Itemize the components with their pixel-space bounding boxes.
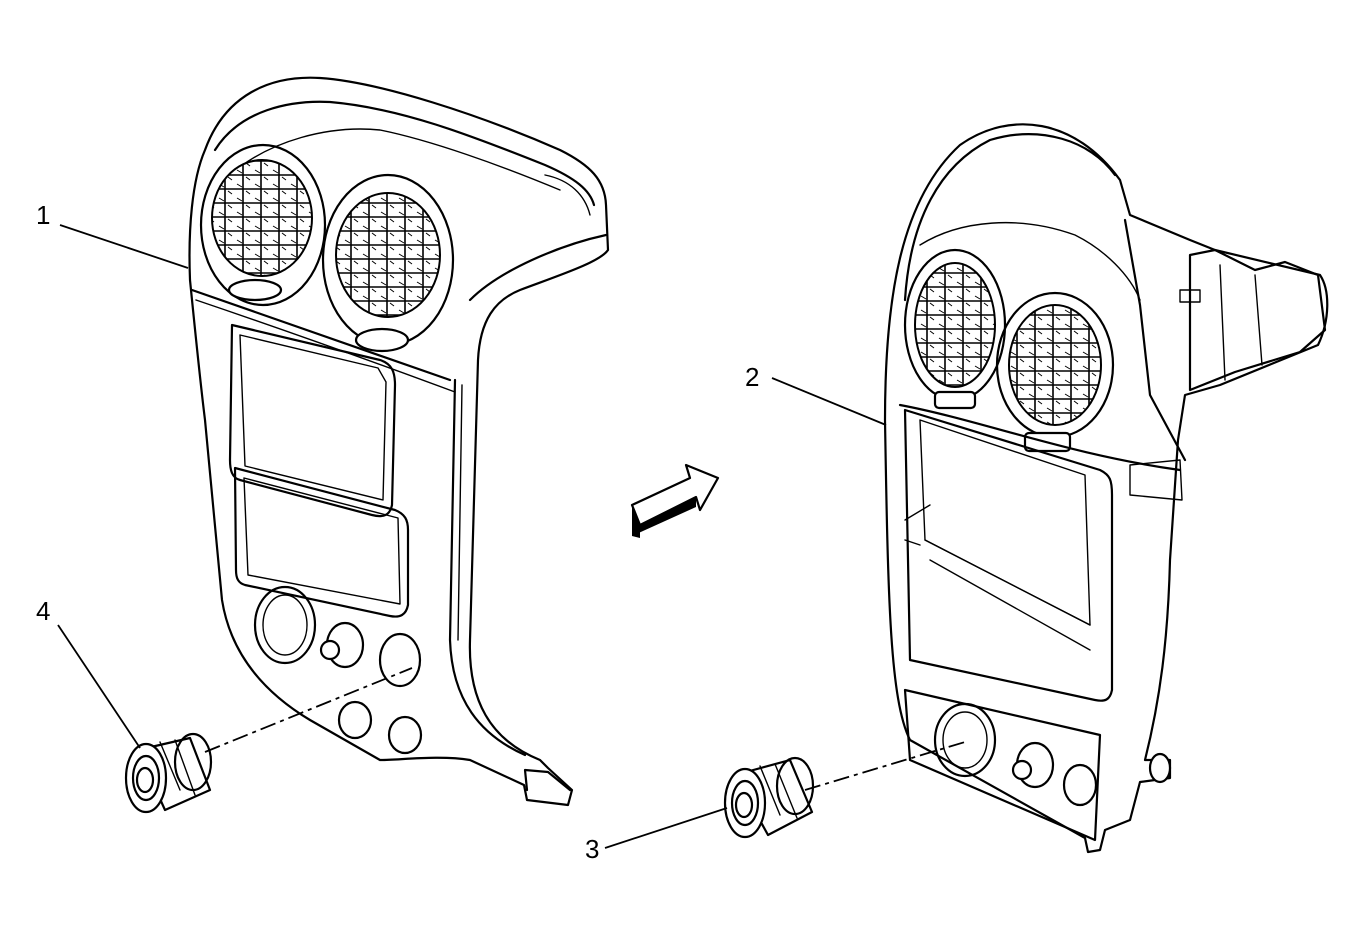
bezel-left-drawing [188,76,610,807]
callout-2: 2 [745,362,759,392]
callout-3: 3 [585,834,599,864]
duct-block [1188,248,1327,392]
cap-item-3 [723,756,815,839]
leader-line-3 [604,807,728,849]
vent-thumbwheel [354,327,410,353]
switch-hole-right [378,632,422,688]
callout-1: 1 [36,200,50,230]
leader-line-1 [59,224,189,269]
vent-thumbwheel [227,278,283,302]
install-path-right [804,741,966,791]
vent-grille-left-2 [335,192,441,318]
vent-grille-right-1 [914,262,996,388]
install-path-left [204,667,413,753]
vent-grille-right-2 [1008,304,1102,426]
vent-pod-left-1 [199,143,327,307]
vent-thumbwheel [933,390,977,410]
leader-line-4 [57,624,141,749]
bezel-right-drawing [883,123,1329,854]
cap-item-4 [124,732,213,814]
radio-opening-lower [233,466,410,618]
switch-hole-large-right [933,702,997,778]
vent-grille-left-1 [211,159,313,277]
direction-arrow-icon [630,463,720,538]
radio-opening-upper-right [903,408,1114,702]
switch-hole-large [253,585,317,665]
leader-line-2 [771,377,887,426]
bezel-left-hood [213,100,596,207]
callout-4: 4 [36,596,50,626]
bezel-right-outline [883,123,1329,854]
